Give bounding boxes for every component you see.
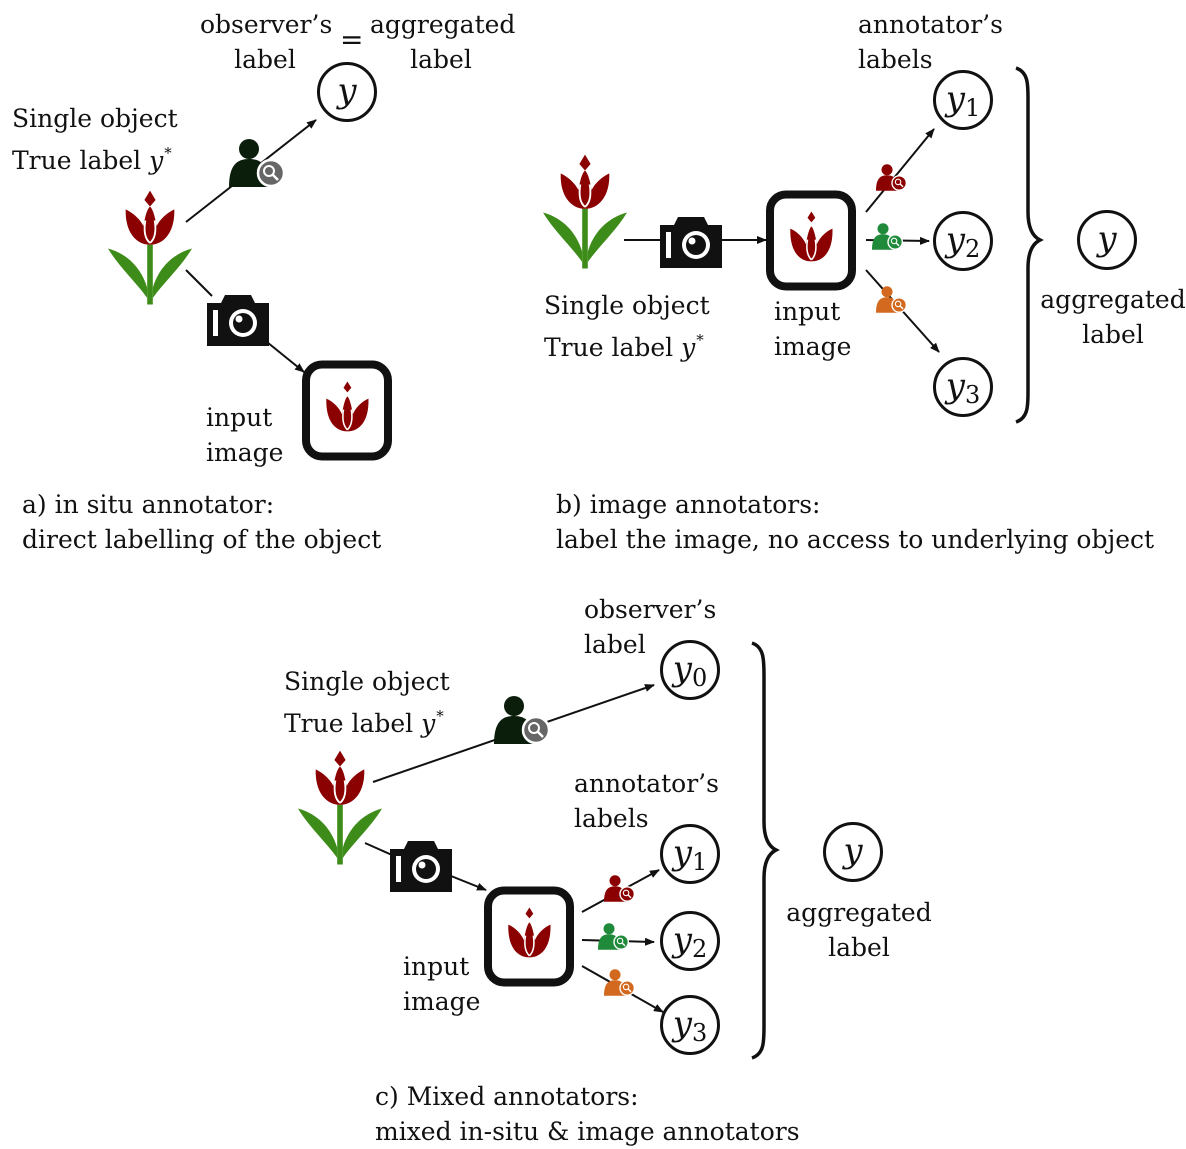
a-aggregated-label-line2: label [410, 45, 472, 74]
c-caption-line2: mixed in-situ & image annotators [375, 1117, 800, 1146]
b-caption-line2: label the image, no access to underlying… [556, 525, 1155, 554]
b-aggregated-label: aggregated label [1040, 282, 1186, 352]
b-input-word: input [774, 297, 841, 326]
b-caption-line1: b) image annotators: [556, 490, 821, 519]
b-single-object-text: Single object True label y* [544, 288, 710, 365]
edge-c-object-camera [364, 842, 393, 856]
c-annotators-label: annotator’s labels [574, 766, 719, 836]
a-input-image-label: input image [206, 400, 283, 470]
b-true-label-line: True label y* [544, 331, 704, 362]
a-observer-person-icon [229, 137, 287, 189]
a-single-object-text: Single object True label y* [12, 101, 178, 178]
b-annotator-red-icon [876, 163, 908, 192]
c-tulip-icon [298, 747, 382, 871]
b-annotator-green-icon [872, 222, 904, 251]
a-aggregated-label-line1: aggregated [370, 10, 516, 39]
b-aggregated-line2: label [1082, 320, 1144, 349]
b-node-y-aggregated: y [1077, 210, 1137, 270]
c-node-y3: y3 [660, 995, 720, 1055]
a-caption-line2: direct labelling of the object [22, 525, 382, 554]
a-single-object-line: Single object [12, 104, 178, 133]
b-annotators-line1: annotator’s [858, 10, 1003, 39]
c-caption-line1: c) Mixed annotators: [375, 1082, 639, 1111]
c-aggregated-line2: label [828, 933, 890, 962]
b-input-image-label: input image [774, 294, 851, 364]
a-aggregated-label: aggregated label [370, 7, 516, 77]
c-annotators-line1: annotator’s [574, 769, 719, 798]
edge-c-camera-image [450, 875, 487, 891]
a-equals-sign: = [340, 23, 364, 56]
a-camera-icon [207, 292, 269, 346]
a-observers-label: observer’s label [200, 7, 333, 77]
c-input-image-icon [484, 886, 574, 987]
c-observer-person-icon [494, 694, 552, 746]
c-observers-line1: observer’s [584, 595, 717, 624]
c-observers-label: observer’s label [584, 592, 716, 662]
b-aggregated-line1: aggregated [1040, 285, 1186, 314]
c-aggregated-label: aggregated label [786, 895, 932, 965]
c-caption: c) Mixed annotators: mixed in-situ & ima… [375, 1079, 800, 1149]
c-annotator-orange-icon [604, 968, 636, 997]
a-tulip-icon [108, 187, 192, 311]
edge-a-object-camera [185, 269, 213, 297]
b-single-object-line: Single object [544, 291, 710, 320]
b-node-y1: y1 [933, 70, 993, 130]
a-input-word: input [206, 403, 273, 432]
a-input-image-icon [302, 360, 392, 461]
c-observers-line2: label [584, 630, 646, 659]
b-camera-icon [660, 214, 722, 268]
a-image-word: image [206, 438, 284, 467]
b-node-y3: y3 [933, 357, 993, 417]
b-input-image-icon [766, 190, 856, 291]
b-caption: b) image annotators: label the image, no… [556, 487, 1154, 557]
c-single-object-line: Single object [284, 667, 450, 696]
b-annotators-line2: labels [858, 45, 933, 74]
c-node-y-aggregated: y [823, 822, 883, 882]
c-aggregated-line1: aggregated [786, 898, 932, 927]
a-node-y: y [317, 62, 377, 122]
c-node-y0: y0 [660, 640, 720, 700]
c-annotator-green-icon [598, 922, 630, 951]
a-observers-label-line2: label [234, 45, 296, 74]
c-annotators-line2: labels [574, 804, 649, 833]
edge-b-image-y1 [865, 128, 935, 213]
b-annotator-orange-icon [876, 285, 908, 314]
a-observers-label-line1: observer’s [200, 10, 333, 39]
b-node-y2: y2 [933, 211, 993, 271]
b-annotators-label: annotator’s labels [858, 7, 1003, 77]
c-true-label-line: True label y* [284, 707, 444, 738]
c-input-word: input [403, 952, 470, 981]
a-caption-line1: a) in situ annotator: [22, 490, 275, 519]
b-image-word: image [774, 332, 852, 361]
brace-b [1015, 66, 1044, 424]
c-node-y1: y1 [660, 824, 720, 884]
c-single-object-text: Single object True label y* [284, 664, 450, 741]
c-input-image-label: input image [403, 949, 480, 1019]
edge-a-camera-image [261, 337, 305, 373]
a-true-label-line: True label y* [12, 144, 172, 175]
c-image-word: image [403, 987, 481, 1016]
c-camera-icon [390, 838, 452, 892]
a-caption: a) in situ annotator: direct labelling o… [22, 487, 381, 557]
c-node-y2: y2 [660, 911, 720, 971]
b-tulip-icon [543, 151, 627, 275]
c-annotator-red-icon [604, 874, 636, 903]
brace-c [751, 641, 780, 1060]
